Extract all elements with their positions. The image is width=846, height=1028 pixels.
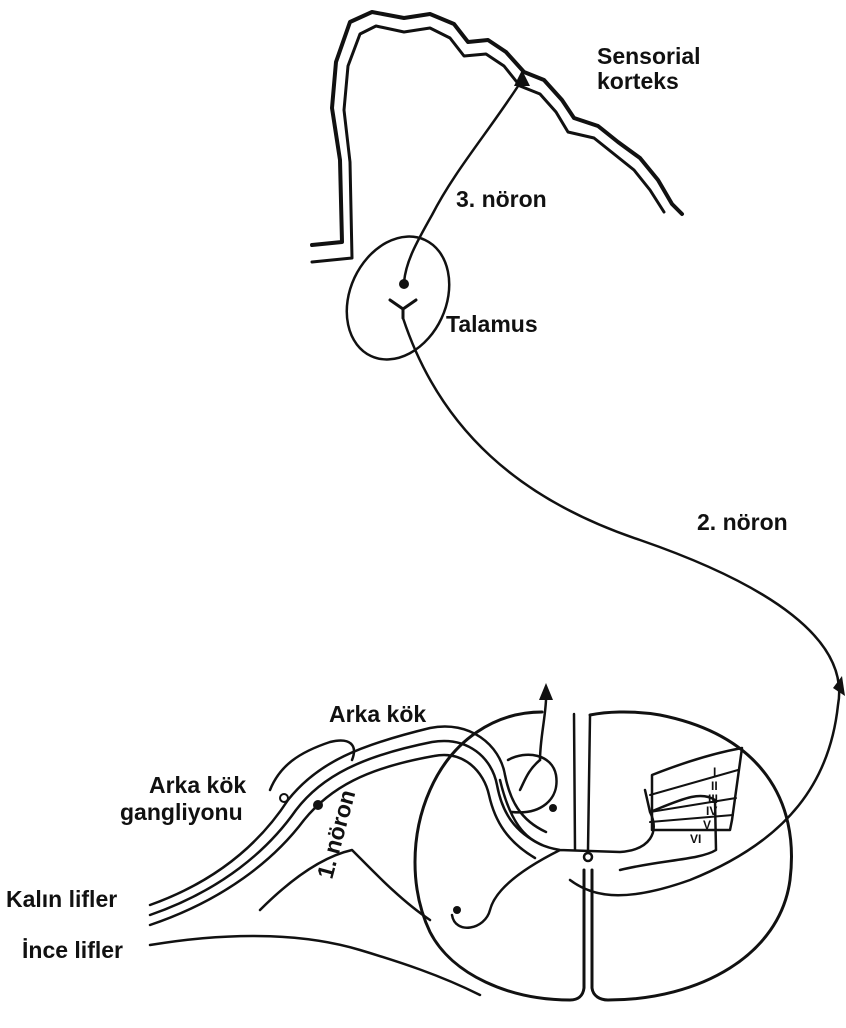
label-second-neuron: 2. nöron bbox=[697, 509, 788, 535]
third-neuron-soma bbox=[399, 279, 409, 289]
ganglion-soma-large bbox=[313, 800, 323, 810]
label-thalamus: Talamus bbox=[446, 311, 538, 337]
label-sensorial-cortex-line2: korteks bbox=[597, 68, 679, 94]
ventral-terminal bbox=[453, 906, 461, 914]
fine-fibers bbox=[150, 936, 480, 995]
dorsal-median-sulcus bbox=[574, 714, 590, 850]
ascending-axon-arrowhead bbox=[539, 683, 553, 700]
dorsal-root-ganglion bbox=[150, 683, 557, 995]
label-thin-fibers: İnce lifler bbox=[22, 937, 123, 963]
lamina-label-i: I bbox=[713, 765, 716, 779]
label-sensorial-cortex-line1: Sensorial bbox=[597, 43, 701, 69]
lamina-label-iv: IV bbox=[706, 804, 717, 818]
ganglion-soma-small bbox=[280, 794, 288, 802]
second-neuron bbox=[403, 318, 845, 895]
label-ganglion-line2: gangliyonu bbox=[120, 799, 243, 825]
thalamus-synapse-terminal bbox=[390, 300, 416, 318]
central-canal bbox=[584, 853, 592, 861]
dorsal-horn-terminal bbox=[549, 804, 557, 812]
thalamus-outline bbox=[327, 220, 468, 377]
thalamus bbox=[327, 220, 468, 377]
lamina-label-vi: VI bbox=[690, 832, 701, 846]
spinal-cord-outline bbox=[415, 712, 791, 1000]
spinal-cord bbox=[415, 712, 791, 1000]
label-third-neuron: 3. nöron bbox=[456, 186, 547, 212]
third-neuron bbox=[399, 70, 530, 289]
lamina-label-v: V bbox=[703, 818, 711, 832]
label-ganglion-line1: Arka kök bbox=[149, 772, 246, 798]
label-thick-fibers: Kalın lifler bbox=[6, 886, 117, 912]
ascending-axon bbox=[540, 700, 546, 760]
label-dorsal-root: Arka kök bbox=[329, 701, 426, 727]
lamina-label-ii: II bbox=[711, 779, 718, 793]
labels: Sensorial korteks 3. nöron Talamus 2. nö… bbox=[6, 43, 788, 963]
